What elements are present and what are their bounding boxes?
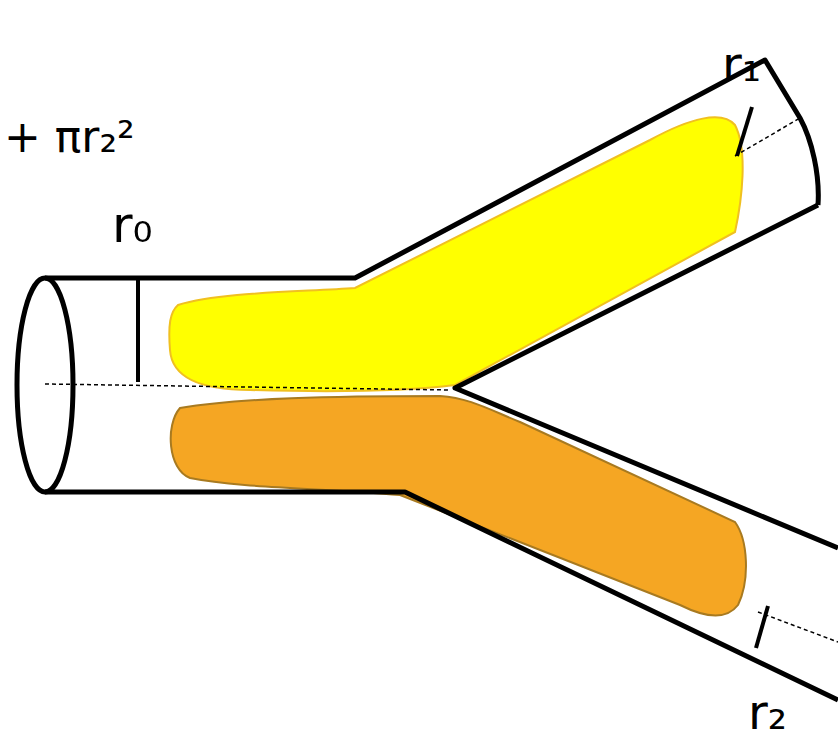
tube-opening: [17, 278, 73, 492]
branch-wall: [455, 205, 838, 548]
yellow-stream: [169, 117, 742, 391]
radius-line: [136, 280, 140, 382]
orange-stream: [171, 396, 746, 615]
radius-line: [756, 606, 768, 648]
centre-line: [758, 612, 838, 642]
area-formula: + πr₂²: [4, 115, 135, 159]
radius-label: r₀: [112, 200, 153, 250]
centre-line: [45, 384, 450, 390]
radius-line: [737, 107, 752, 156]
radius-label: r₂: [748, 688, 787, 736]
radius-label: r₁: [722, 40, 761, 88]
tube-wall: [45, 60, 818, 278]
tube-wall: [45, 492, 838, 700]
